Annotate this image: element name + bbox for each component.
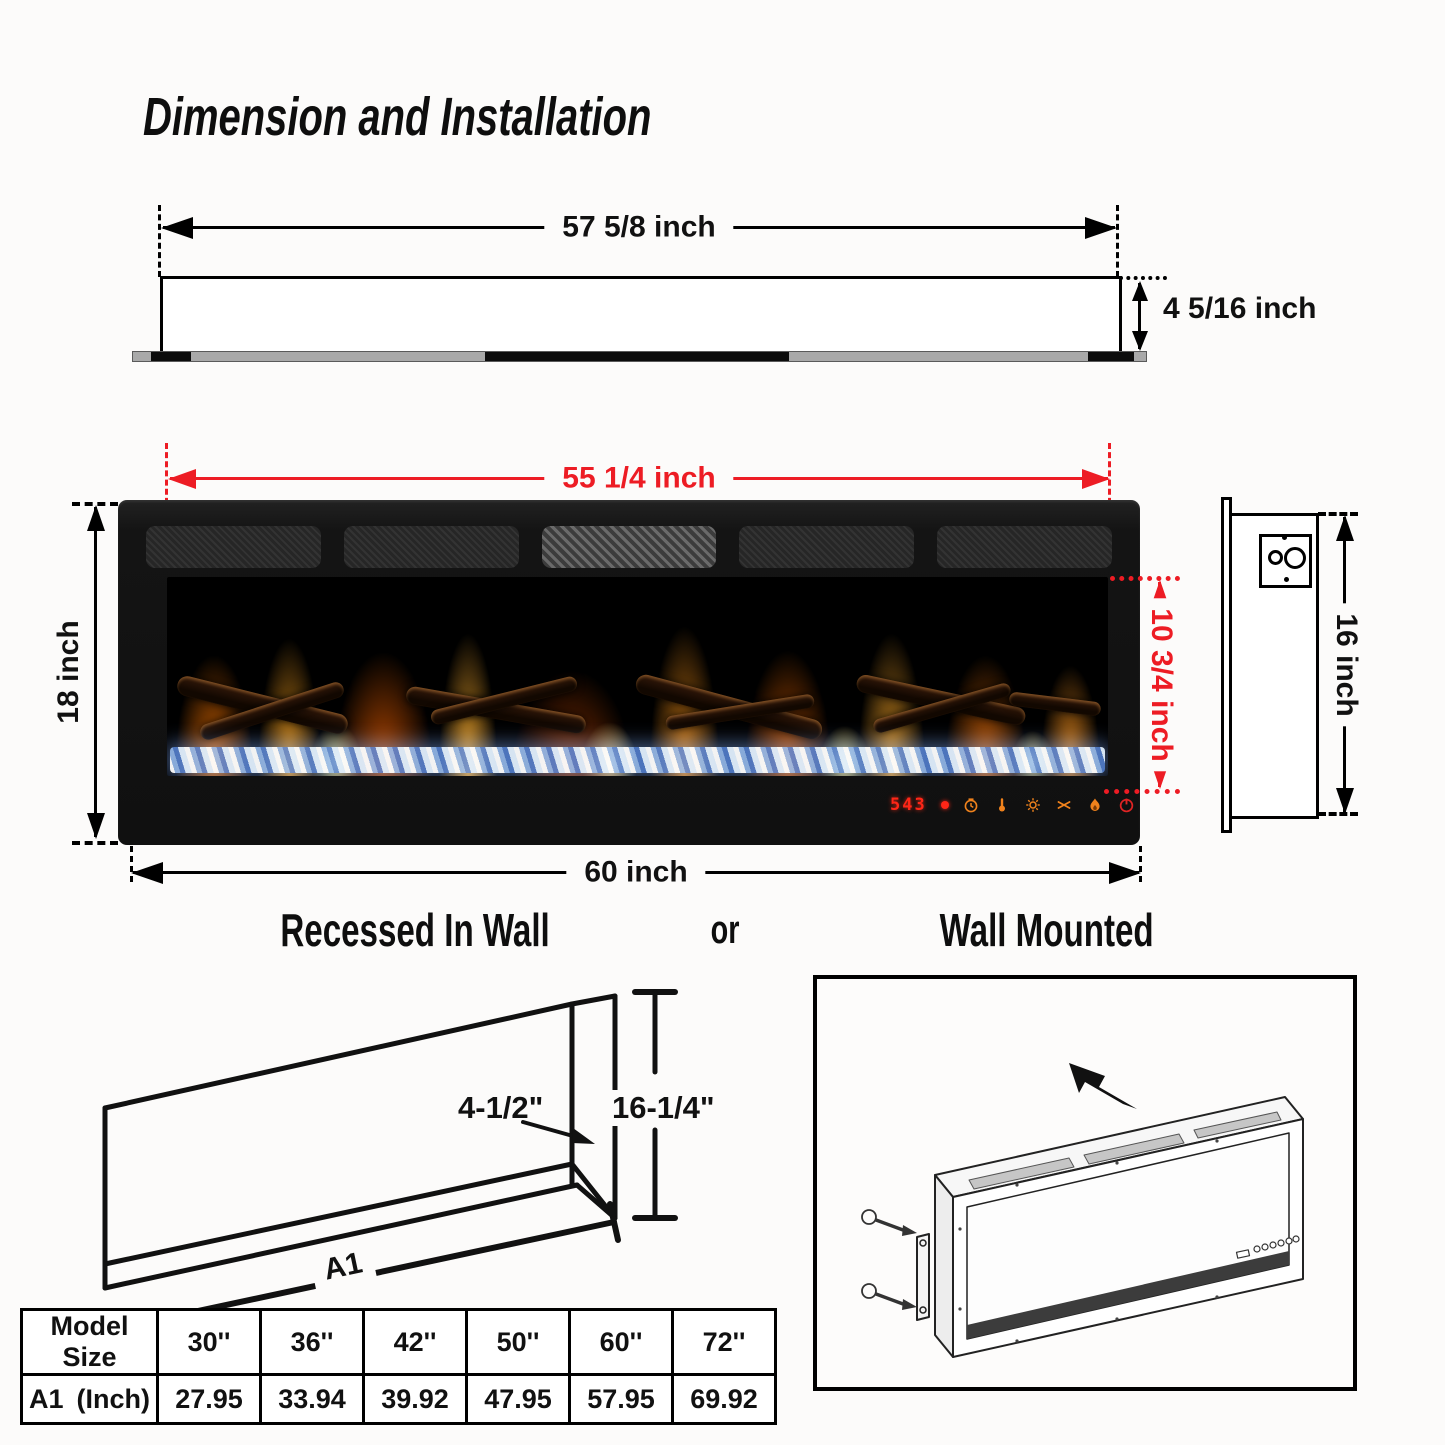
extension-line <box>1318 812 1358 816</box>
junction-box <box>1259 534 1312 588</box>
extension-line-red <box>1104 789 1180 794</box>
header-size-60: 60'' <box>568 1308 674 1376</box>
recess-height-label: 16-1/4" <box>608 1090 719 1126</box>
arrowhead-down <box>1336 788 1354 814</box>
knockout-large <box>1284 547 1306 569</box>
arrowhead-down <box>87 813 105 839</box>
viewing-height-label: 10 3/4 inch <box>1144 597 1178 772</box>
mounting-screws <box>861 1209 917 1310</box>
header-size-30: 30'' <box>156 1308 262 1376</box>
dim-front-height: 18 inch <box>52 505 105 839</box>
dim-trim-height <box>1132 281 1148 351</box>
arrowhead-down <box>1132 331 1148 351</box>
header-size-50: 50'' <box>465 1308 571 1376</box>
dim-overall-width: 60 inch <box>131 855 1141 890</box>
crystal-bed <box>170 747 1105 773</box>
trim-foot <box>485 352 789 361</box>
power-icon <box>1118 797 1135 814</box>
header-model-size: Model Size <box>20 1308 159 1376</box>
value-a1-72: 69.92 <box>671 1373 777 1425</box>
install-arrow <box>1069 1063 1137 1109</box>
screw-dot <box>1282 535 1287 540</box>
arrowhead-up <box>1132 281 1148 301</box>
vent-slot <box>937 526 1112 568</box>
side-height-label: 16 inch <box>1329 602 1363 727</box>
overall-width-label: 60 inch <box>566 855 706 890</box>
vent-slot <box>343 526 519 568</box>
flame-color-icon <box>1056 797 1073 814</box>
extension-line <box>1119 276 1167 280</box>
dim-trim-width: 57 5/8 inch <box>161 210 1117 245</box>
value-a1-50: 47.95 <box>465 1373 571 1425</box>
vent-slot <box>739 526 915 568</box>
trim-foot <box>1088 352 1134 361</box>
touch-control-panel: 543 <box>890 793 1135 817</box>
top-vent-row <box>146 526 1112 568</box>
recess-depth-label: 4-1/2" <box>458 1090 544 1125</box>
extension-line <box>72 841 118 845</box>
value-a1-30: 27.95 <box>156 1373 262 1425</box>
led-display: 543 <box>890 795 927 815</box>
arrowhead-right <box>1109 862 1141 884</box>
knockout-small <box>1268 550 1283 565</box>
wall-mounted-drawing-frame <box>813 975 1357 1391</box>
value-a1-36: 33.94 <box>259 1373 365 1425</box>
arrowhead-left <box>168 469 196 489</box>
extension-line-red <box>1110 576 1180 581</box>
led-indicator-dot <box>940 801 949 809</box>
trim-frame-drawing <box>160 276 1122 357</box>
vent-slot <box>541 526 717 568</box>
table-header-row: Model Size 30'' 36'' 42'' 50'' 60'' 72'' <box>20 1308 777 1376</box>
firebox-glass <box>167 577 1108 776</box>
flame-icon <box>1087 797 1104 814</box>
header-size-72: 72'' <box>671 1308 777 1376</box>
row-label-a1: A1 (Inch) <box>20 1373 159 1425</box>
wall-mounted-unit-drawing <box>861 1063 1304 1358</box>
label-wall-mounted: Wall Mounted <box>939 904 1155 956</box>
brightness-icon <box>1025 797 1042 814</box>
label-or: or <box>710 908 740 952</box>
table-value-row: A1 (Inch) 27.95 33.94 39.92 47.95 57.95 … <box>20 1373 777 1425</box>
thermometer-icon <box>994 797 1011 814</box>
front-height-label: 18 inch <box>52 620 85 724</box>
arrowhead-right <box>1082 469 1110 489</box>
label-recessed-in-wall: Recessed In Wall <box>280 904 550 956</box>
arrowhead-up <box>1336 515 1354 541</box>
header-size-36: 36'' <box>259 1308 365 1376</box>
extension-line <box>158 205 161 277</box>
arrowhead-up <box>87 505 105 531</box>
value-a1-60: 57.95 <box>568 1373 674 1425</box>
trim-width-label: 57 5/8 inch <box>544 210 734 245</box>
arrowhead-left <box>131 862 163 884</box>
extension-line <box>72 502 118 506</box>
timer-icon <box>963 797 980 814</box>
dim-glass-width: 55 1/4 inch <box>168 461 1110 496</box>
vent-slot <box>146 526 321 568</box>
trim-base-strip <box>132 351 1147 362</box>
side-view-body <box>1229 513 1319 819</box>
dim-side-height: 16 inch <box>1329 515 1363 814</box>
trim-foot <box>151 352 191 361</box>
model-size-table: Model Size 30'' 36'' 42'' 50'' 60'' 72''… <box>20 1308 777 1425</box>
dim-viewing-height: 10 3/4 inch <box>1144 580 1178 789</box>
extension-line <box>1116 205 1119 277</box>
page-title: Dimension and Installation <box>143 87 652 147</box>
extension-line <box>1318 512 1358 516</box>
arrowhead-left <box>161 217 193 239</box>
flames <box>167 577 1108 776</box>
trim-height-label: 4 5/16 inch <box>1163 292 1317 325</box>
header-size-42: 42'' <box>362 1308 468 1376</box>
arrowhead-right <box>1085 217 1117 239</box>
screw-dot <box>1284 577 1289 582</box>
value-a1-42: 39.92 <box>362 1373 468 1425</box>
fireplace-front-view: 543 <box>118 500 1140 845</box>
glass-width-label: 55 1/4 inch <box>544 461 734 496</box>
